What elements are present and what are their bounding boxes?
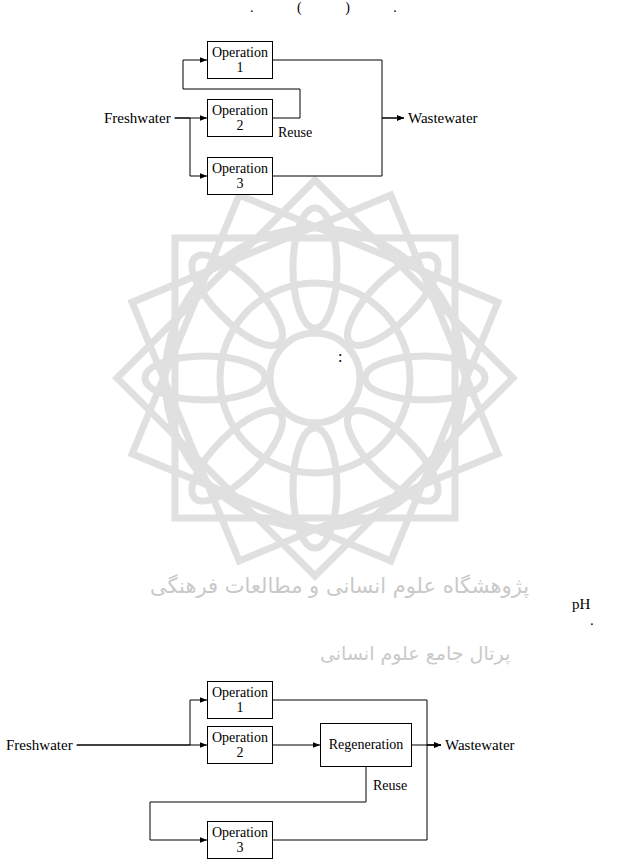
flow-terminal: Wastewater xyxy=(408,109,478,127)
process-box: Operation 3 xyxy=(207,821,273,860)
flow-connector xyxy=(273,745,320,746)
box-label: Operation 2 xyxy=(212,730,268,761)
flow-terminal: Freshwater xyxy=(6,736,73,754)
box-label: Operation 1 xyxy=(212,45,268,76)
watermark-text: پرتال جامع علوم انسانی xyxy=(320,642,510,664)
flow-connector xyxy=(77,700,207,745)
box-label: Operation 3 xyxy=(212,161,268,192)
flow-terminal: Wastewater xyxy=(445,736,515,754)
terminal-label: Freshwater xyxy=(6,736,73,754)
box-label: Operation 1 xyxy=(212,685,268,716)
terminal-label: Wastewater xyxy=(408,109,478,127)
connector-label: Reuse xyxy=(277,125,313,141)
connector-label: Reuse xyxy=(372,778,408,794)
process-box: Operation 1 xyxy=(207,681,273,720)
process-box: Operation 2 xyxy=(207,99,273,138)
flow-connector xyxy=(273,60,404,118)
flow-connector xyxy=(175,118,207,176)
terminal-label: Freshwater xyxy=(104,109,171,127)
watermark-text: پژوهشگاه علوم انسانی و مطالعات فرهنگی xyxy=(150,574,529,598)
flow-connector xyxy=(273,118,404,176)
box-label: Operation 2 xyxy=(212,103,268,134)
process-box: Regeneration xyxy=(320,723,412,767)
process-box: Operation 2 xyxy=(207,726,273,765)
box-label: Regeneration xyxy=(325,737,407,752)
page-text: : xyxy=(338,348,342,366)
page-text: pH xyxy=(572,596,590,613)
terminal-label: Wastewater xyxy=(445,736,515,754)
page-text: . ( ) . xyxy=(250,0,397,16)
flow-connector xyxy=(77,745,207,746)
page-text: . xyxy=(590,612,594,629)
flow-terminal: Freshwater xyxy=(104,109,171,127)
box-label: Operation 3 xyxy=(212,825,268,856)
process-box: Operation 3 xyxy=(207,157,273,196)
rosette-pattern xyxy=(117,180,513,576)
process-box: Operation 1 xyxy=(207,41,273,80)
